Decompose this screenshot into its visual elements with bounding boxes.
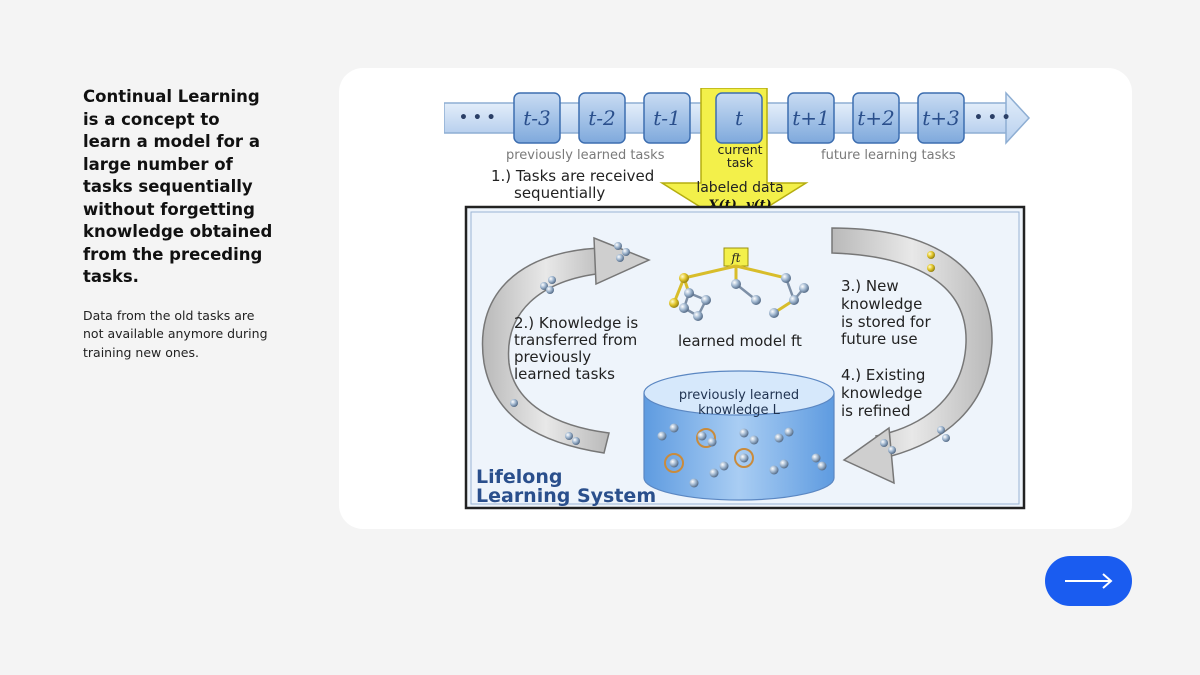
slide-heading: Continual Learning is a concept to learn… xyxy=(83,87,273,286)
system-title-line2: Learning System xyxy=(476,485,656,507)
step3-line4: future use xyxy=(841,330,918,348)
step3-line1: 3.) New xyxy=(841,277,899,295)
next-slide-button[interactable] xyxy=(1045,556,1132,606)
slide-body: Data from the old tasks are not availabl… xyxy=(83,307,268,360)
lifelong-learning-diagram: • • • • • • t-3 t-2 t-1 t t+1 t+2 t+3 previous… xyxy=(443,87,1034,518)
step1-line2: sequentially xyxy=(514,184,605,202)
step2-line3: previously xyxy=(514,348,591,366)
figure-card: • • • • • • t-3 t-2 t-1 t t+1 t+2 t+3 previous… xyxy=(339,68,1132,529)
step4-text: 4.) Existing knowledge is refined xyxy=(841,366,925,420)
step4-line3: is refined xyxy=(841,402,911,420)
step2-line2: transferred from xyxy=(514,331,637,349)
task-box-5 xyxy=(852,92,900,144)
task-label-5: t+2 xyxy=(857,106,895,130)
slide-text: Continual Learning is a concept to learn… xyxy=(83,86,273,362)
task-box-1 xyxy=(578,92,626,144)
task-label-6: t+3 xyxy=(922,106,960,130)
task-label-2: t-1 xyxy=(653,106,681,130)
current-task-line2: task xyxy=(727,155,754,170)
knowledge-base-line2: knowledge L xyxy=(698,403,781,418)
current-task-line1: current xyxy=(717,142,762,157)
learned-model-graph: ft xyxy=(669,247,809,321)
cylinder-molecules xyxy=(657,423,827,488)
step2-line4: learned tasks xyxy=(514,365,615,383)
task-box-6 xyxy=(917,92,965,144)
task-box-0 xyxy=(513,92,561,144)
step4-line1: 4.) Existing xyxy=(841,366,925,384)
task-box-3 xyxy=(715,92,763,144)
diagram-svg: • • • • • • t-3 t-2 t-1 t t+1 t+2 t+3 previous… xyxy=(443,87,1031,510)
task-label-4: t+1 xyxy=(792,106,830,130)
task-label-3: t xyxy=(735,106,744,130)
arrow-right-icon xyxy=(1064,573,1113,589)
system-title-line1: Lifelong xyxy=(476,466,562,488)
labeled-data-label: labeled data xyxy=(696,180,783,196)
task-label-0: t-3 xyxy=(523,106,551,130)
task-timeline: • • • • • • t-3 t-2 t-1 t t+1 t+2 t+3 xyxy=(443,87,1031,229)
ellipsis-left: • • • xyxy=(459,110,496,126)
task-label-1: t-2 xyxy=(588,106,616,130)
step3-text: 3.) New knowledge is stored for future u… xyxy=(841,277,931,348)
task-box-2 xyxy=(643,92,691,144)
ellipsis-right: • • • xyxy=(974,110,1011,126)
step2-text: 2.) Knowledge is transferred from previo… xyxy=(514,314,638,383)
learned-model-label: learned model ft xyxy=(678,332,802,350)
current-task-arrow xyxy=(659,87,809,229)
step1-line1: 1.) Tasks are received xyxy=(491,167,654,185)
step2-line1: 2.) Knowledge is xyxy=(514,314,638,332)
future-learning-tasks-label: future learning tasks xyxy=(821,148,956,163)
lifelong-learning-system: previously learned knowledge L ft xyxy=(464,205,1026,510)
arc-molecules xyxy=(510,242,950,454)
task-box-4 xyxy=(787,92,835,144)
knowledge-base-cylinder xyxy=(643,370,835,501)
step3-line3: is stored for xyxy=(841,313,931,331)
task-boxes: t-3 t-2 t-1 t t+1 t+2 t+3 xyxy=(513,92,965,144)
previously-learned-tasks-label: previously learned tasks xyxy=(506,148,665,163)
knowledge-base-line1: previously learned xyxy=(679,388,799,403)
step4-line2: knowledge xyxy=(841,384,922,402)
step3-line2: knowledge xyxy=(841,295,922,313)
ft-node-label: ft xyxy=(730,251,740,265)
